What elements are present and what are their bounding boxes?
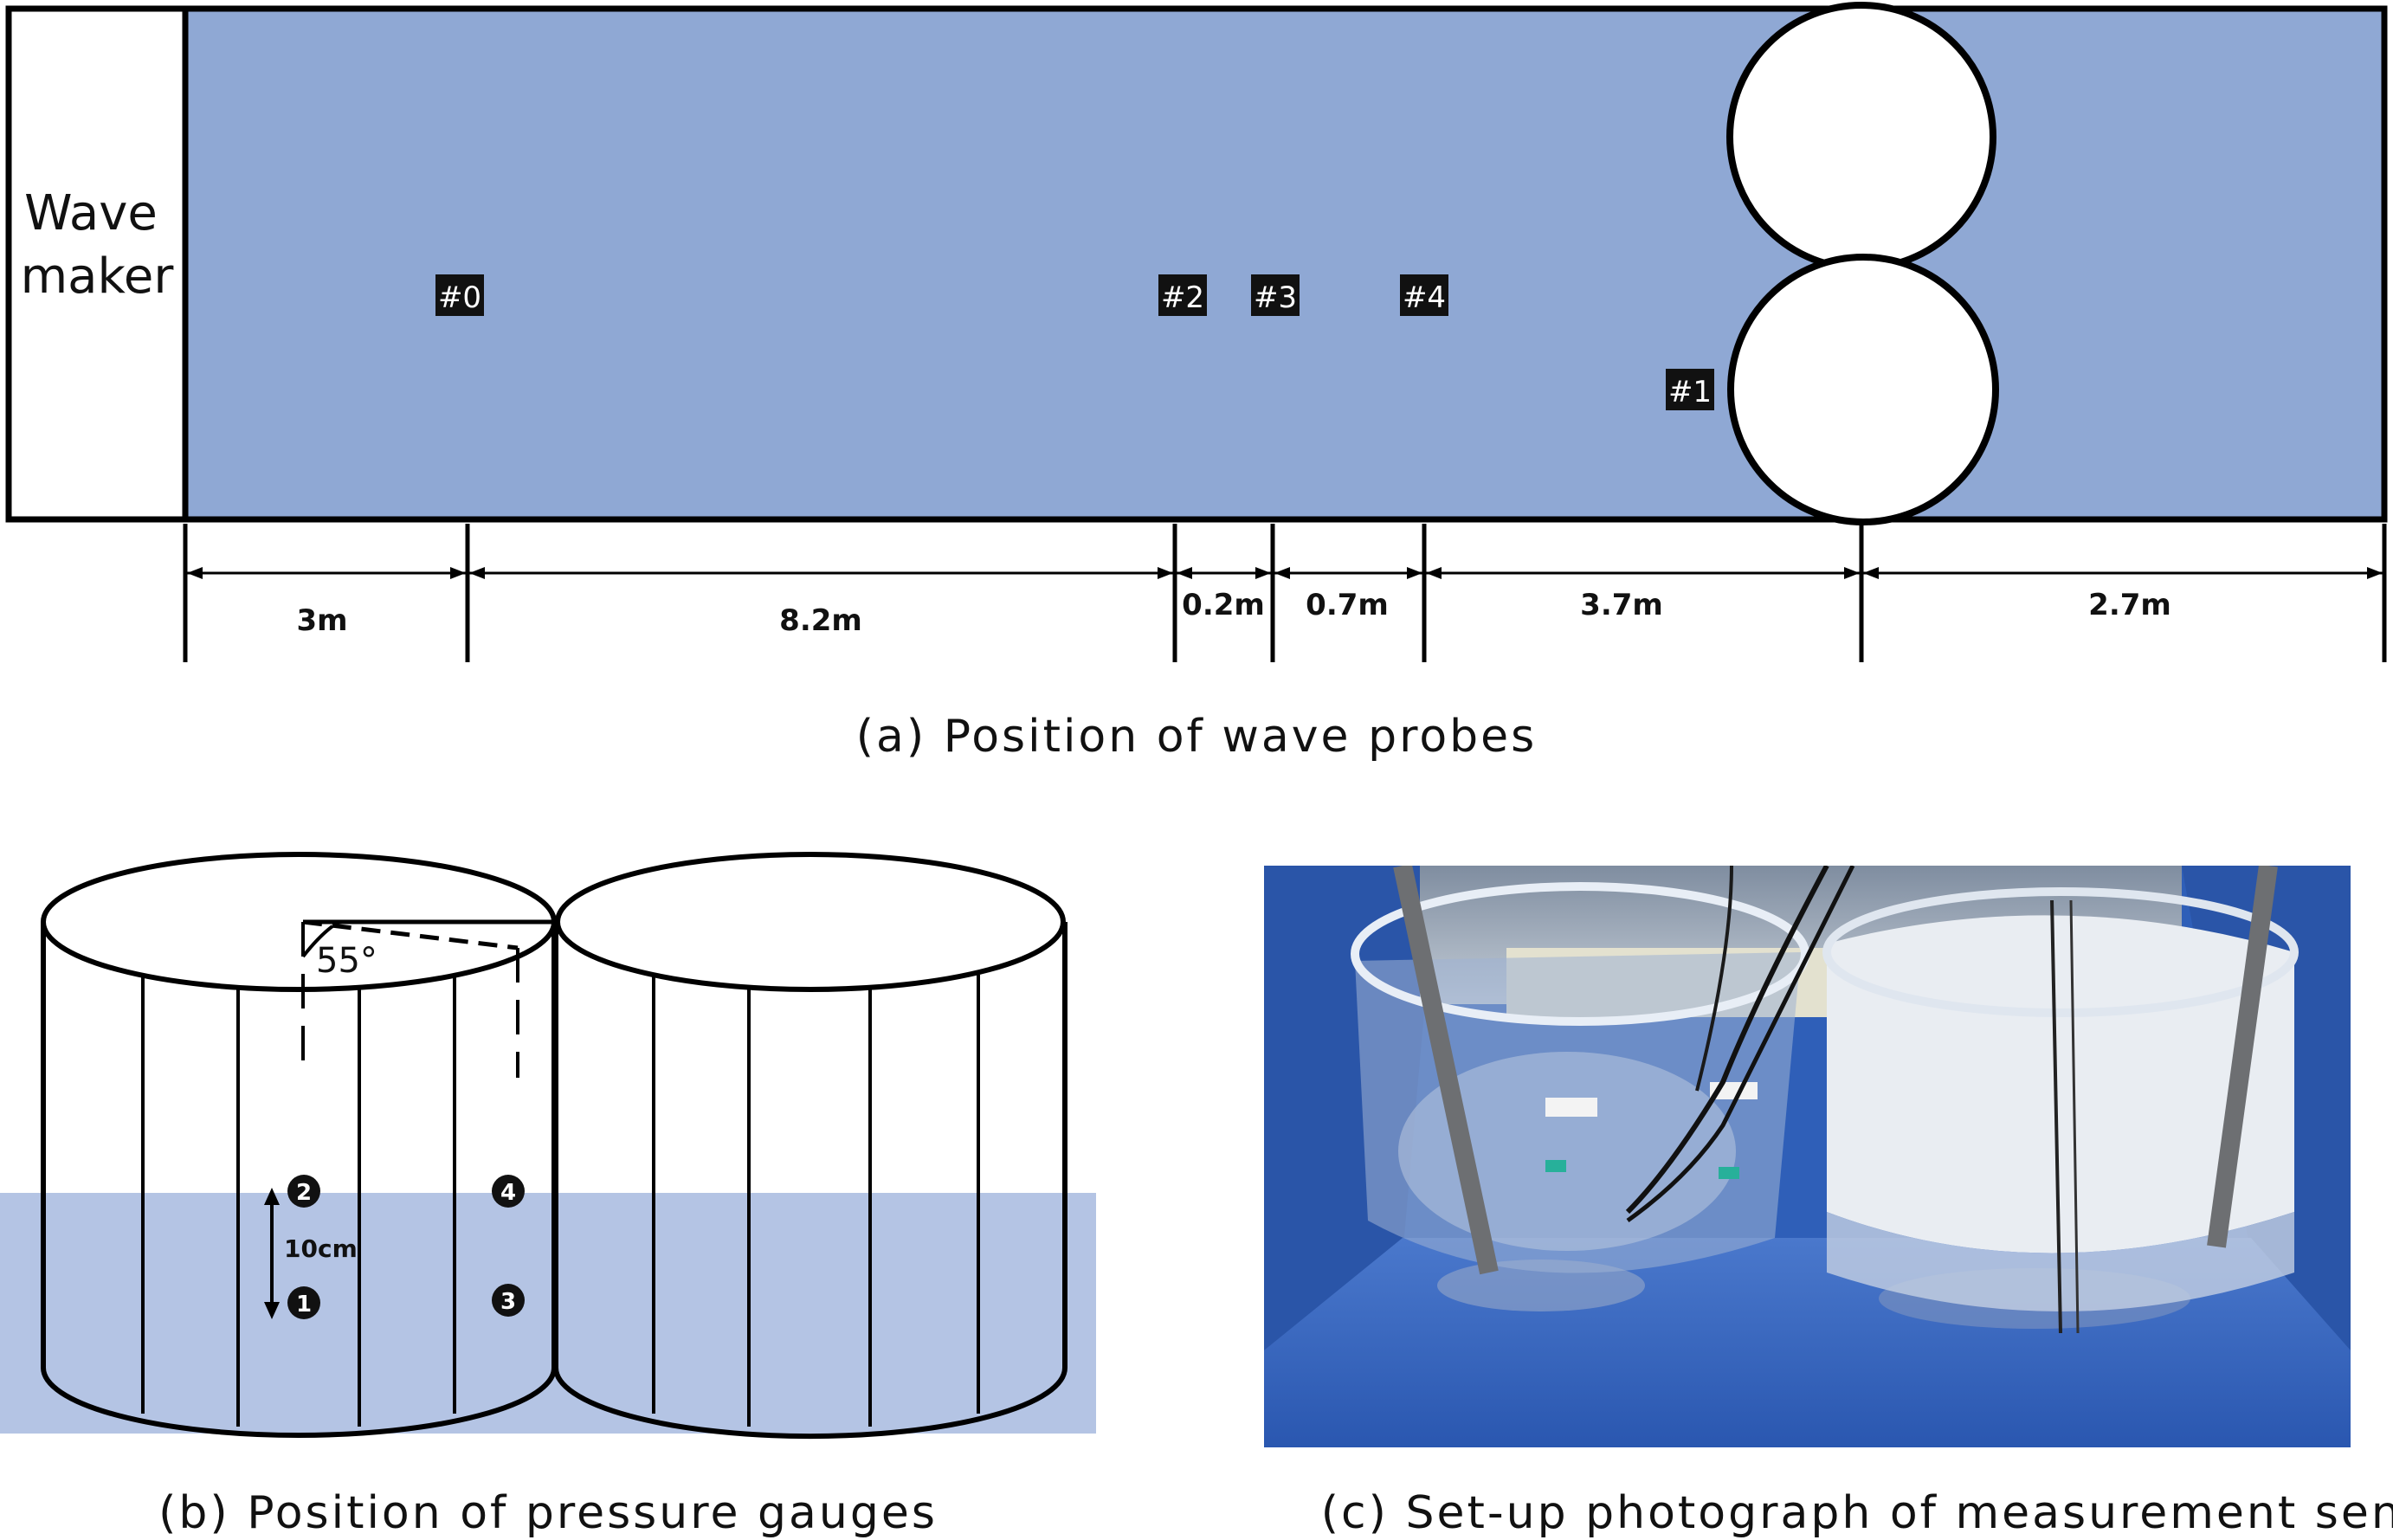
panel-c-photo: (c) Set-up photograph of measurement sen… <box>1264 866 2393 1539</box>
probe-0: #0 <box>435 274 484 316</box>
distance-2-7m: 2.7m <box>2088 588 2171 622</box>
cylinder-circle-upper <box>1726 2 1996 272</box>
probe-1-label: #1 <box>1668 375 1712 409</box>
distance-3m: 3m <box>296 603 347 638</box>
cylinder-top-right <box>555 852 1066 992</box>
wave-maker-label-line2: maker <box>21 248 175 305</box>
wave-maker-box <box>5 5 189 523</box>
flume-water <box>182 5 2388 523</box>
probe-2: #2 <box>1158 274 1207 316</box>
spacing-arrow <box>264 1188 280 1319</box>
distance-0-2m: 0.2m <box>1182 588 1265 622</box>
caption-c: (c) Set-up photograph of measurement sen… <box>1321 1487 2393 1539</box>
cylinder-circle-lower <box>1727 254 1999 525</box>
svg-text:2: 2 <box>296 1180 312 1206</box>
gauge-4: 4 <box>492 1175 525 1208</box>
panel-b-cylinders: 55° 2 1 4 3 10cm (b) Position of pressur… <box>0 852 1096 1539</box>
gauge-3: 3 <box>492 1284 525 1317</box>
panel-lines <box>141 975 980 1427</box>
distance-0-7m: 0.7m <box>1306 588 1389 622</box>
probe-3: #3 <box>1251 274 1300 316</box>
spacing-label: 10cm <box>284 1234 358 1263</box>
distance-8-2m: 8.2m <box>779 603 862 638</box>
panel-a-wave-flume: Wave maker #0 #2 #3 #4 #1 <box>5 2 2388 763</box>
svg-text:1: 1 <box>296 1292 312 1318</box>
probe-4-label: #4 <box>1403 280 1446 315</box>
wave-maker-label-line1: Wave <box>24 185 158 242</box>
probe-0-label: #0 <box>438 280 481 315</box>
dimension-lines <box>183 524 2387 662</box>
gauge-2: 2 <box>287 1175 320 1208</box>
distance-3-7m: 3.7m <box>1580 588 1663 622</box>
svg-text:3: 3 <box>500 1289 516 1315</box>
probe-1: #1 <box>1666 369 1714 410</box>
water-region <box>0 1193 1096 1434</box>
caption-a: (a) Position of wave probes <box>856 711 1537 763</box>
dimension-arrowheads <box>187 567 2383 579</box>
svg-text:4: 4 <box>500 1180 516 1206</box>
gauge-1: 1 <box>287 1286 320 1319</box>
probe-3-label: #3 <box>1254 280 1297 315</box>
angle-label: 55° <box>316 941 377 981</box>
caption-b: (b) Position of pressure gauges <box>158 1487 938 1539</box>
probe-4: #4 <box>1400 274 1448 316</box>
probe-2-label: #2 <box>1161 280 1204 315</box>
